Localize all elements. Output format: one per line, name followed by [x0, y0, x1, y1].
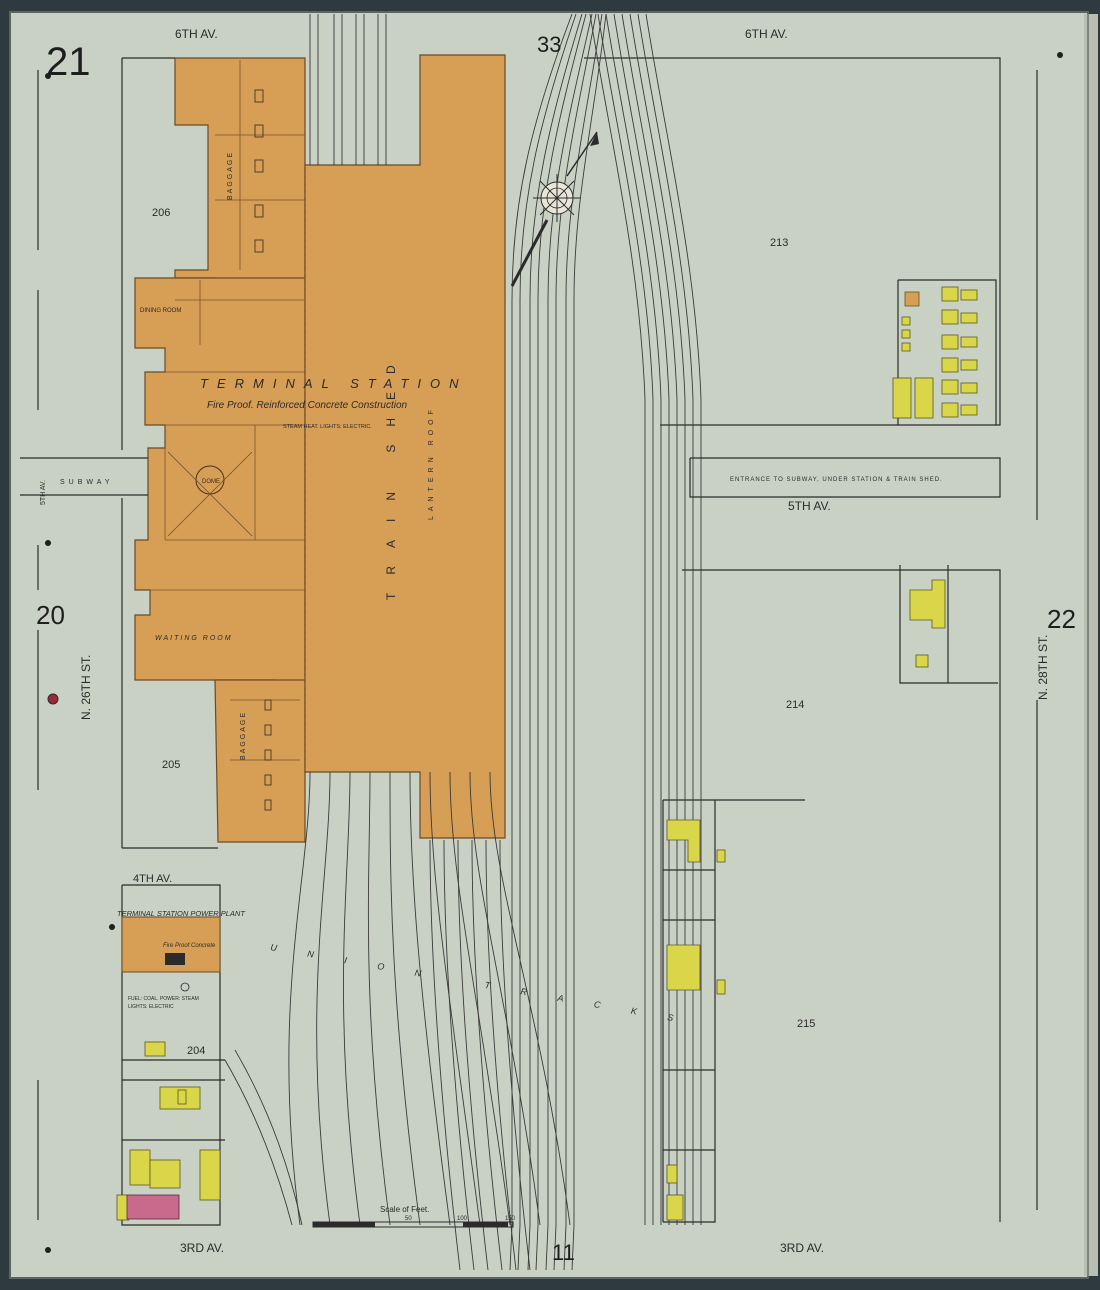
station-south-wing [214, 679, 306, 843]
track-line [545, 13, 593, 1271]
subway-label: SUBWAY [60, 479, 114, 486]
train-shed-label: TRAIN SHED [384, 347, 398, 600]
railroad-tracks [224, 13, 702, 1271]
station-construction: Fire Proof. Reinforced Concrete Construc… [207, 400, 408, 411]
scale-of-feet: Scale of Feet. 50 100 150 [312, 1205, 516, 1228]
station-partitions [150, 60, 306, 772]
block-213: 213 [770, 237, 788, 249]
block-205: 205 [162, 759, 180, 771]
scale-title: Scale of Feet. [380, 1205, 429, 1214]
power-plant-construction: Fire Proof Concrete [163, 943, 216, 949]
street-3rd-av-left: 3RD AV. [180, 1241, 224, 1255]
track-line [637, 13, 694, 1225]
dining-room-label: DINING ROOM [140, 308, 181, 314]
block-outlines [20, 57, 1038, 1226]
frame-buildings [116, 286, 978, 1221]
next-sheet-edge [1084, 14, 1098, 1276]
track-line [613, 13, 670, 1225]
north-arrow-compass [510, 131, 599, 287]
track-line [288, 771, 311, 1226]
street-n-28th-st: N. 28TH ST. [1036, 635, 1050, 700]
street-5th-av-left: 5TH AV. [40, 480, 47, 505]
block-215: 215 [797, 1018, 815, 1030]
track-line [645, 13, 702, 1225]
adjacent-sheet-22: 22 [1047, 604, 1076, 634]
street-4th-av: 4TH AV. [133, 873, 172, 885]
sheet-bottom-ref: 11 [552, 1240, 575, 1265]
street-5th-av-right: 5TH AV. [788, 499, 831, 513]
track-line [489, 771, 571, 1226]
track-line [621, 13, 678, 1225]
fire-alarm-marker [47, 693, 59, 705]
block-214: 214 [786, 699, 804, 711]
track-line [629, 13, 686, 1225]
window-marks [254, 89, 272, 811]
street-n-26th-st: N. 26TH ST. [79, 655, 93, 720]
dome-diagonals [167, 451, 253, 537]
track-line [471, 839, 503, 1271]
track-line [553, 13, 597, 1271]
power-plant-building[interactable] [121, 916, 221, 992]
track-line [343, 771, 361, 1226]
scale-tick-150: 150 [505, 1216, 516, 1222]
power-plant-fuel: FUEL: COAL. POWER: STEAM [128, 996, 199, 1002]
track-line [485, 839, 517, 1271]
street-6th-av-left: 6TH AV. [175, 27, 218, 41]
power-plant-label: TERMINAL STATION POWER PLANT [117, 909, 246, 918]
track-line [234, 1049, 303, 1226]
track-line [589, 13, 646, 1225]
waiting-room-label: WAITING ROOM [155, 635, 233, 642]
street-6th-av-right: 6TH AV. [745, 27, 788, 41]
track-line [224, 1059, 293, 1226]
track-line [469, 771, 541, 1226]
street-3rd-av-right: 3RD AV. [780, 1241, 824, 1255]
svg-text:DOME: DOME [202, 479, 220, 485]
terminal-station-building[interactable]: DOME [134, 54, 506, 843]
track-line [409, 771, 451, 1226]
track-line [517, 13, 577, 1271]
station-note: STEAM HEAT. LIGHTS: ELECTRIC. [283, 424, 372, 430]
block-204: 204 [187, 1045, 205, 1057]
track-line [499, 839, 531, 1271]
track-line [443, 839, 475, 1271]
adjacent-sheet-21: 21 [46, 40, 91, 84]
lantern-roof-label: LANTERN ROOF [428, 405, 435, 520]
track-line [429, 771, 481, 1226]
block-206: 206 [152, 207, 170, 219]
stone-building [126, 1194, 180, 1220]
baggage-south-label: BAGGAGE [240, 711, 247, 760]
track-line [597, 13, 654, 1225]
track-line [535, 13, 587, 1271]
track-line [367, 771, 391, 1226]
track-line [316, 771, 331, 1226]
baggage-north-label: BAGGAGE [227, 151, 234, 200]
adjacent-sheet-20: 20 [36, 600, 65, 630]
subway-entrance-label: ENTRANCE TO SUBWAY, UNDER STATION & TRAI… [730, 477, 943, 483]
track-line [389, 771, 421, 1226]
station-name: TERMINAL STATION [200, 376, 468, 391]
sheet-number: 33 [537, 32, 561, 57]
track-line [449, 771, 511, 1226]
track-line [571, 13, 607, 1271]
track-line [563, 13, 603, 1271]
scale-tick-100: 100 [457, 1216, 468, 1222]
power-plant-lights: LIGHTS: ELECTRIC [128, 1004, 174, 1010]
track-line [457, 839, 489, 1271]
track-line [605, 13, 662, 1225]
track-line [527, 13, 583, 1271]
track-line [429, 839, 461, 1271]
track-line [509, 13, 573, 1271]
train-shed [304, 54, 506, 839]
hydrant-markers [45, 52, 1063, 1253]
scale-tick-50: 50 [405, 1216, 412, 1222]
